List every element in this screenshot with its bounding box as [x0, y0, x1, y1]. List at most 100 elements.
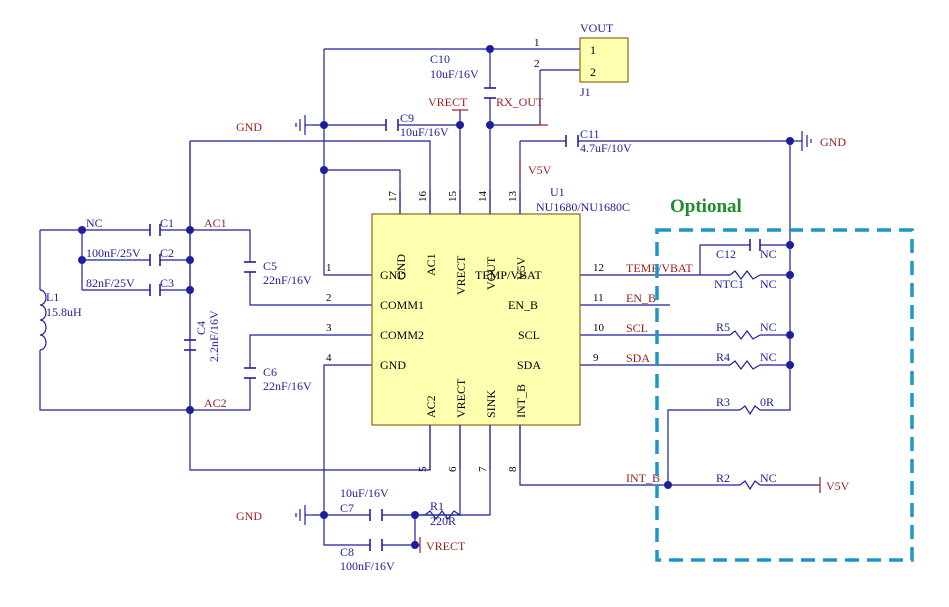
- c7-val: 10uF/16V: [340, 486, 389, 500]
- j1-pin-1: 1: [590, 43, 596, 57]
- resistors: [424, 270, 761, 520]
- r5-body: [729, 330, 761, 340]
- u1-chip-body: [371, 213, 581, 426]
- c12-val: NC: [760, 247, 777, 261]
- net-ac2: AC2: [204, 396, 227, 410]
- pin-9-num: 9: [593, 352, 599, 364]
- pin-4-num: 4: [326, 352, 332, 364]
- net-gnd-left-top: GND: [236, 120, 262, 134]
- net-gnd-bottom: GND: [236, 509, 262, 523]
- c2-ref: C2: [160, 246, 174, 260]
- gnd-symbol-bottom: [295, 505, 306, 525]
- pin-8-name: INT_B: [514, 384, 528, 418]
- c4-ref: C4: [194, 321, 208, 335]
- r3-ref: R3: [716, 395, 730, 409]
- ntc1-val: NC: [760, 277, 777, 291]
- ntc1-ref: NTC1: [714, 277, 744, 291]
- c6-ref: C6: [263, 365, 277, 379]
- r4-ref: R4: [716, 350, 730, 364]
- pin-15-num: 15: [447, 191, 459, 203]
- pin-17-num: 17: [387, 191, 399, 203]
- pin-5-num: 5: [417, 466, 429, 472]
- net-v5v-top: V5V: [528, 163, 552, 177]
- ntc1-body: [729, 270, 761, 280]
- r1-body: [424, 510, 461, 520]
- c9-val: 10uF/16V: [400, 125, 449, 139]
- c9-ref: C9: [400, 111, 414, 125]
- r4-body: [729, 360, 761, 370]
- pin-3-num: 3: [326, 322, 332, 334]
- pin-8-num: 8: [507, 466, 519, 472]
- pin-11-num: 11: [593, 292, 604, 304]
- pin-11-name: EN_B: [508, 298, 538, 312]
- c10-ref: C10: [430, 52, 450, 66]
- c5-val: 22nF/16V: [263, 273, 312, 287]
- pin-14-num: 14: [477, 191, 489, 203]
- c5-ref: C5: [263, 259, 277, 273]
- r3-val: 0R: [760, 395, 774, 409]
- c6-val: 22nF/16V: [263, 379, 312, 393]
- net-gnd-right-top: GND: [820, 135, 846, 149]
- c1-val: NC: [86, 216, 103, 230]
- pin-7-name: SINK: [484, 390, 498, 418]
- c2-val: 100nF/25V: [86, 246, 141, 260]
- pin-9-name: SDA: [517, 358, 541, 372]
- pin-13-num: 13: [507, 191, 519, 203]
- pin-12-name: TEMP/VBAT: [475, 268, 542, 282]
- j1-connector: [579, 37, 629, 83]
- j1-wire-1-num: 1: [534, 37, 540, 49]
- gnd-symbol-left-top: [295, 115, 306, 135]
- pin-16-name: AC1: [424, 253, 438, 276]
- u1-part: NU1680/NU1680C: [536, 200, 630, 214]
- c3-val: 82nF/25V: [86, 276, 135, 290]
- optional-label: Optional: [670, 196, 742, 217]
- r2-ref: R2: [716, 471, 730, 485]
- pin-6-name: VRECT: [454, 378, 468, 418]
- net-rx-out: RX_OUT: [496, 95, 544, 109]
- j1-pin-2: 2: [590, 65, 596, 79]
- c1-ref: C1: [160, 216, 174, 230]
- pin-3-name: COMM2: [380, 328, 424, 342]
- c7-ref: C7: [340, 501, 354, 515]
- pin-2-name: COMM1: [380, 298, 424, 312]
- pin-15-name: VRECT: [454, 255, 468, 295]
- pin-2-num: 2: [326, 292, 332, 304]
- r3-body: [739, 405, 761, 416]
- power-flags: [419, 109, 821, 553]
- l1-coil: [39, 289, 47, 351]
- gnd-symbol-right-top: [801, 131, 812, 151]
- net-int-b: INT_B: [626, 471, 660, 485]
- c12-ref: C12: [716, 247, 736, 261]
- u1-pin-stubs: [399, 190, 521, 470]
- r4-val: NC: [760, 350, 777, 364]
- net-v5v-right: V5V: [826, 479, 850, 493]
- c11-val: 4.7uF/10V: [580, 141, 632, 155]
- net-ac1: AC1: [204, 216, 227, 230]
- r1-val: 220R: [430, 514, 456, 528]
- c3-ref: C3: [160, 276, 174, 290]
- net-vrect-bottom: VRECT: [426, 539, 466, 553]
- c8-ref: C8: [340, 545, 354, 559]
- pin-13-name: V5V: [514, 256, 528, 280]
- pin-14-name: VOUT: [484, 256, 498, 290]
- net-en-b: EN_B: [626, 291, 656, 305]
- pin-7-num: 7: [477, 466, 489, 472]
- j1-title: VOUT: [580, 21, 614, 35]
- j1-ref: J1: [580, 85, 591, 99]
- net-temp-vbat: TEMP/VBAT: [626, 261, 693, 275]
- pin-10-name: SCL: [518, 328, 540, 342]
- net-vrect-top: VRECT: [428, 95, 468, 109]
- net-sda: SDA: [626, 351, 650, 365]
- pin-1-num: 1: [326, 262, 332, 274]
- r2-body: [739, 480, 761, 491]
- r1-ref: R1: [430, 499, 444, 513]
- pin-16-num: 16: [417, 191, 429, 203]
- net-scl: SCL: [626, 321, 648, 335]
- l1-val: 15.8uH: [46, 305, 82, 319]
- c4-val: 2.2nF/16V: [207, 310, 221, 362]
- j1-wire-2-num: 2: [534, 58, 540, 70]
- u1-ref: U1: [550, 185, 565, 199]
- r2-val: NC: [760, 471, 777, 485]
- pin-6-num: 6: [447, 466, 459, 472]
- pin-12-num: 12: [593, 262, 604, 274]
